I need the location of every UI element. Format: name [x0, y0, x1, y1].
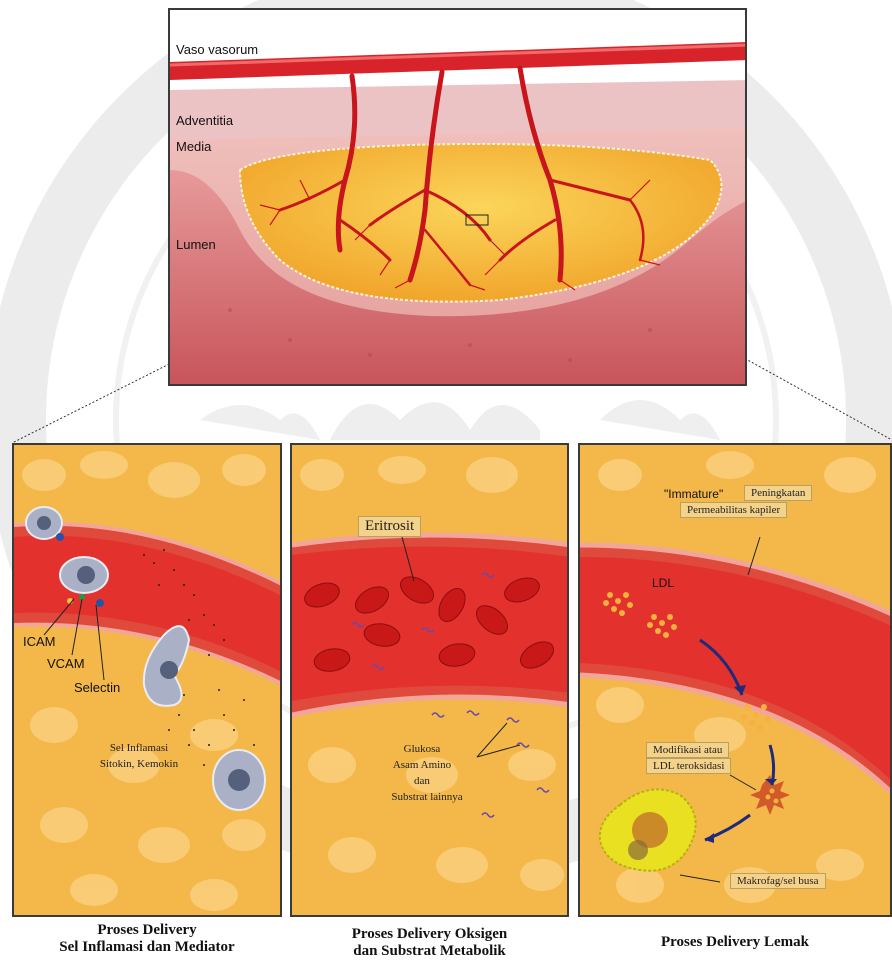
caption-inflammation-line1: Proses Delivery [12, 922, 282, 939]
label-modifikasi: Modifikasi atau [646, 742, 729, 758]
lipid-delivery-panel: "Immature" Peningkatan Permeabilitas kap… [578, 443, 892, 917]
caption-inflammation: Proses Delivery Sel Inflamasi dan Mediat… [12, 922, 282, 956]
label-adventitia: Adventitia [176, 113, 233, 128]
label-peningkatan: Peningkatan [744, 485, 812, 501]
label-makrofag: Makrofag/sel busa [730, 873, 826, 889]
label-dan: dan [372, 775, 472, 787]
label-teroksidasi: LDL teroksidasi [646, 758, 731, 774]
inflammation-delivery-panel: ICAM VCAM Selectin Sel Inflamasi Sitokin… [12, 443, 282, 917]
artery-cross-section-panel: Vaso vasorum Adventitia Media Lumen [168, 8, 747, 386]
oxygen-delivery-panel: Eritrosit Glukosa Asam Amino dan Substra… [290, 443, 569, 917]
label-icam: ICAM [23, 634, 56, 649]
label-ldl: LDL [652, 576, 674, 590]
label-immature: "Immature" [664, 487, 723, 501]
caption-inflammation-line2: Sel Inflamasi dan Mediator [12, 939, 282, 956]
label-substrat: Substrat lainnya [372, 791, 482, 803]
label-asam-amino: Asam Amino [372, 759, 472, 771]
label-inflammatory-cells: Sel Inflamasi [84, 742, 194, 754]
caption-oxygen-line1: Proses Delivery Oksigen [290, 926, 569, 943]
caption-lipid-line1: Proses Delivery Lemak [578, 934, 892, 951]
label-media: Media [176, 139, 211, 154]
label-eritrosit: Eritrosit [358, 516, 421, 537]
label-permeabilitas: Permeabilitas kapiler [680, 502, 787, 518]
label-vcam: VCAM [47, 656, 85, 671]
caption-oxygen-line2: dan Substrat Metabolik [290, 943, 569, 960]
label-glukosa: Glukosa [372, 743, 472, 755]
caption-oxygen: Proses Delivery Oksigen dan Substrat Met… [290, 926, 569, 960]
label-selectin: Selectin [74, 680, 120, 695]
label-cytokines: Sitokin, Kemokin [84, 758, 194, 770]
label-lumen: Lumen [176, 237, 216, 252]
caption-lipid: Proses Delivery Lemak [578, 934, 892, 951]
label-vaso-vasorum: Vaso vasorum [176, 42, 258, 57]
